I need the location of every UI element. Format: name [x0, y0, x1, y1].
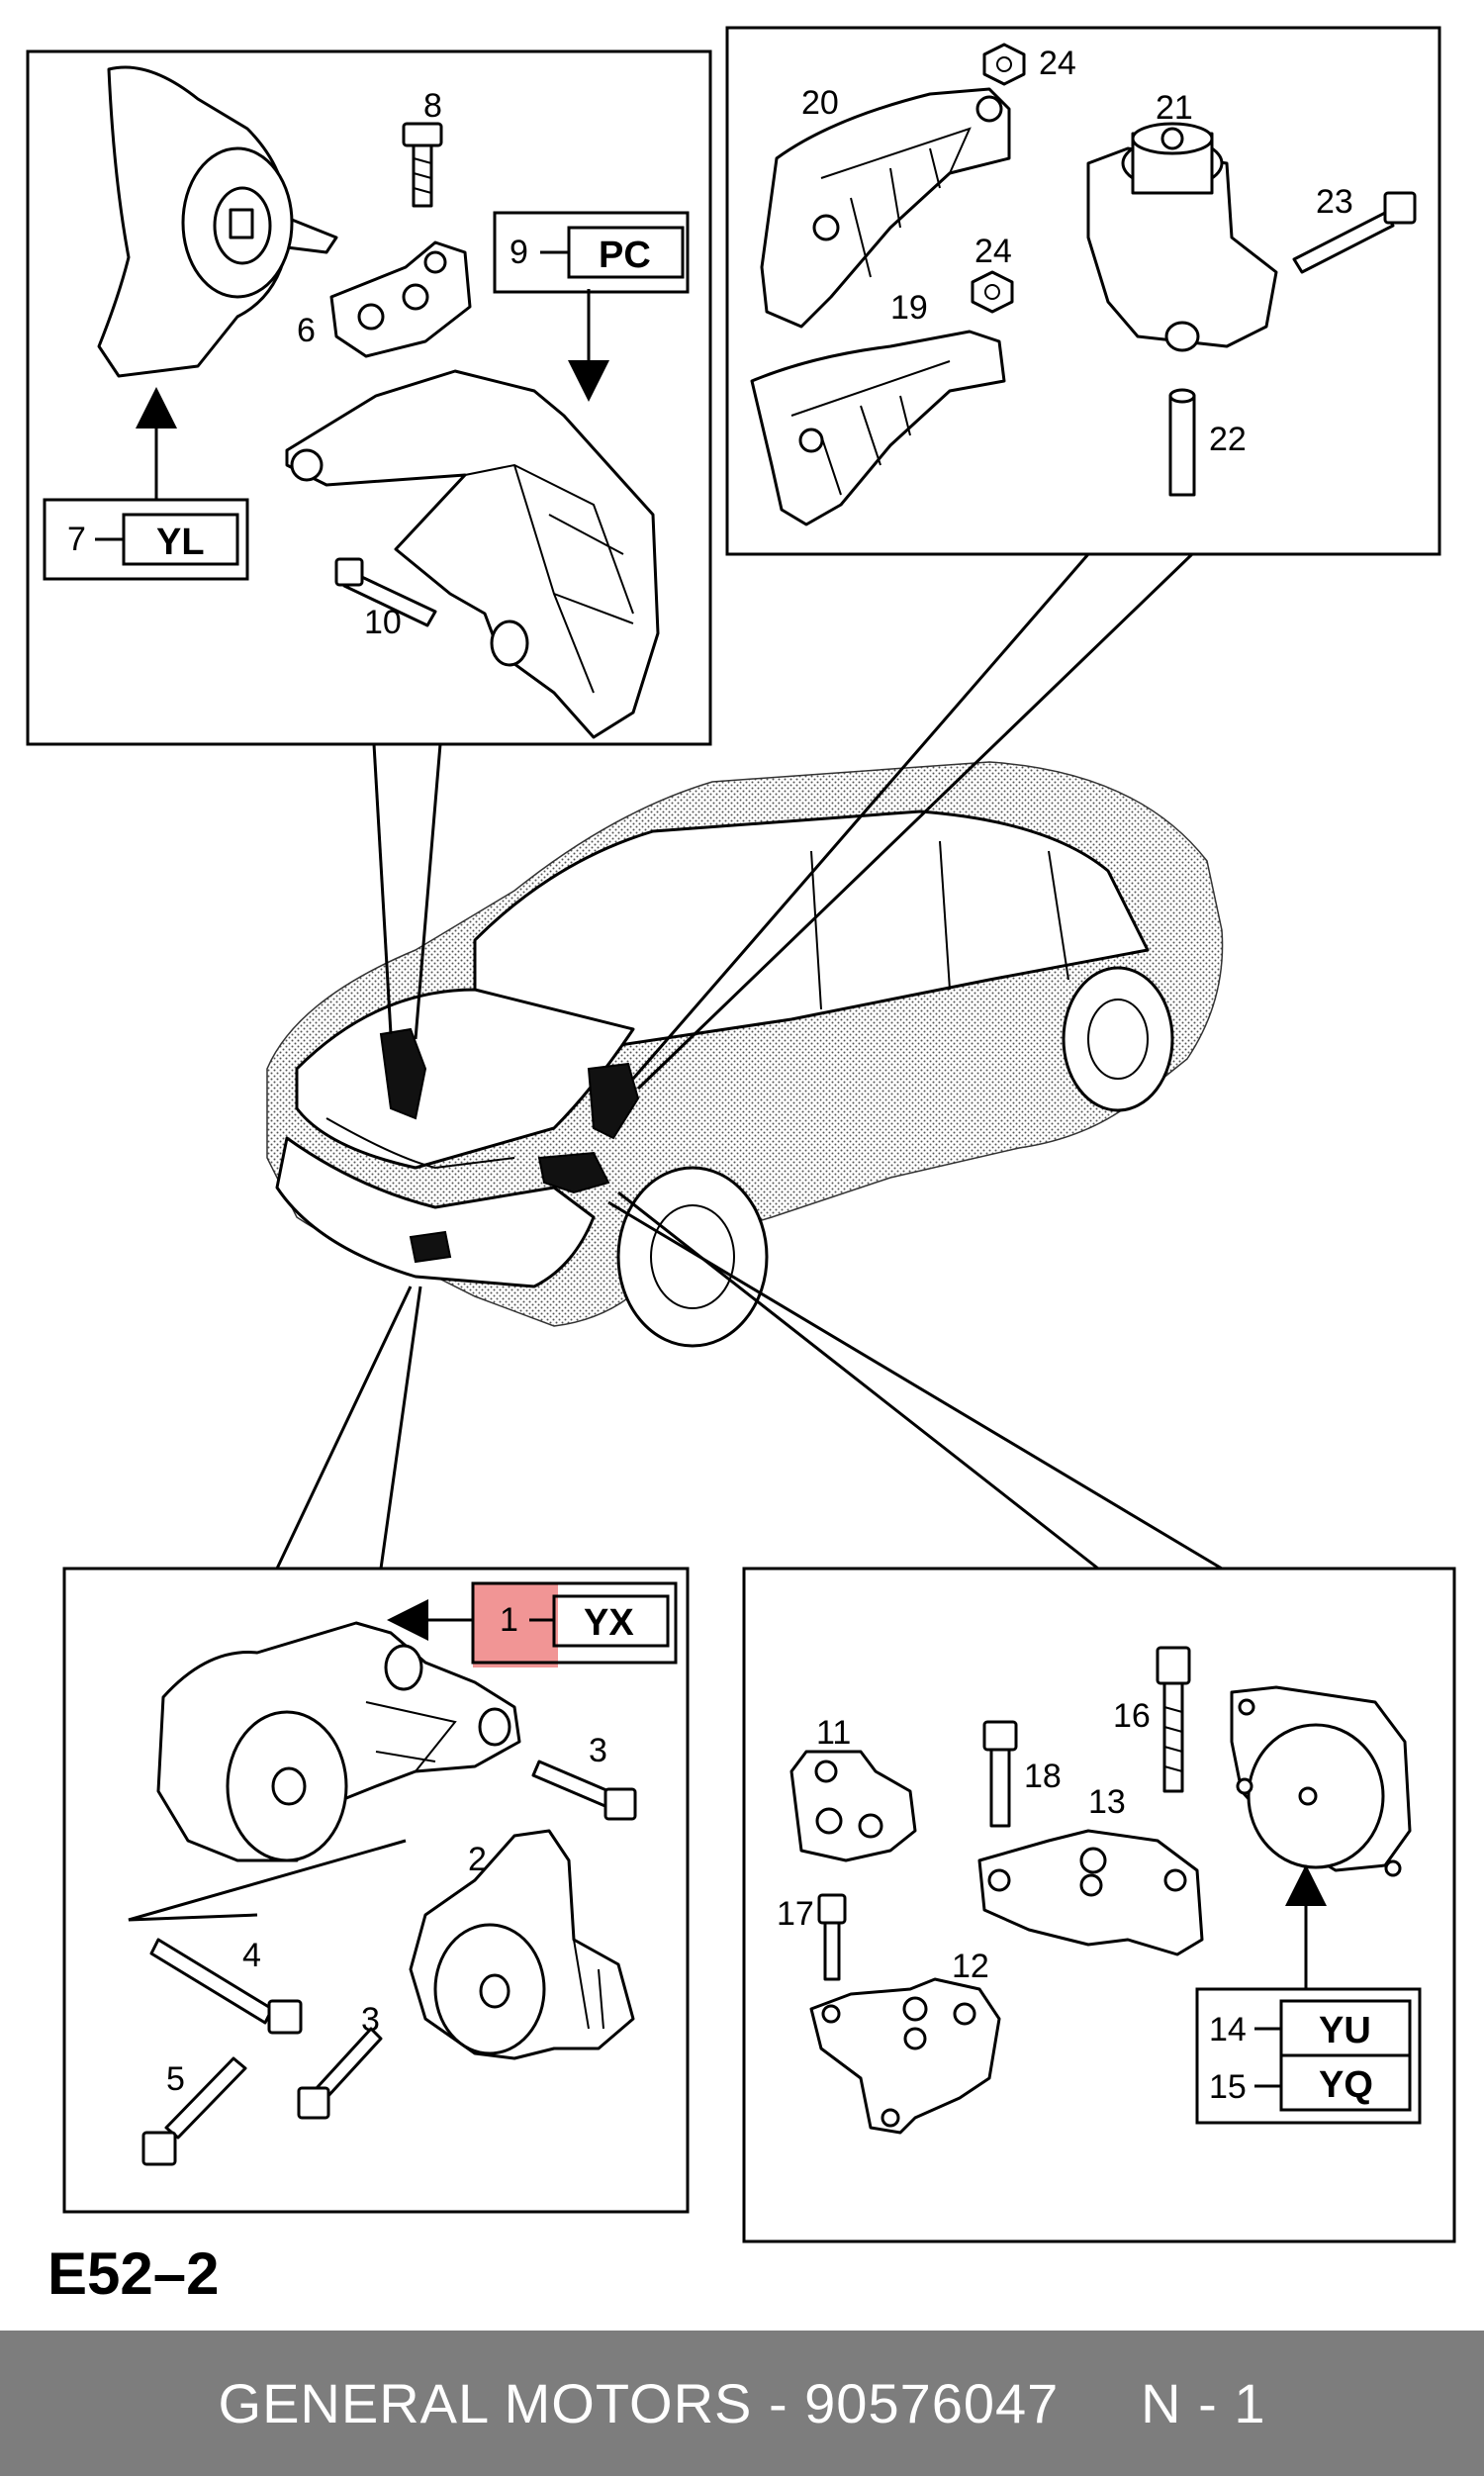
callout-12: 12 [952, 1948, 989, 1985]
callout-3-second: 3 [361, 2001, 380, 2039]
callout-5: 5 [166, 2060, 185, 2098]
part-22-bolt [1168, 388, 1196, 497]
part-21-engine-mount [1086, 122, 1278, 352]
footer-gap [1059, 2371, 1141, 2435]
panel-top-right: 20 24 21 23 24 19 22 [725, 26, 1441, 556]
callout-22: 22 [1209, 421, 1247, 458]
part-14-15-mount [1230, 1685, 1412, 1877]
callout-6: 6 [297, 312, 316, 349]
highlight-item-1 [473, 1583, 558, 1667]
part-12-bracket [809, 1977, 1001, 2135]
part-18-bolt [982, 1720, 1018, 1828]
callout-3: 3 [589, 1732, 607, 1769]
part-20-bracket [760, 87, 1011, 329]
callout-10: 10 [364, 604, 402, 641]
part-16-bolt [1156, 1646, 1191, 1793]
callout-4: 4 [242, 1937, 261, 1974]
code-label-9: 9 [510, 234, 528, 271]
part-7-engine-mount [97, 65, 338, 378]
part-5-bolt [141, 2056, 247, 2166]
code-pc: PC [599, 235, 651, 276]
part-3-bolt [531, 1760, 637, 1821]
part-23-bolt [1292, 191, 1417, 274]
code-yl: YL [156, 522, 205, 563]
part-13-bracket [977, 1829, 1204, 1956]
part-3-bolt-2 [297, 2027, 383, 2120]
part-24-nut [982, 43, 1026, 86]
diagram-code: E52–2 [47, 2240, 220, 2307]
part-10-bolt [334, 557, 437, 627]
callout-21: 21 [1156, 89, 1193, 127]
footer-bar: GENERAL MOTORS - 90576047 N - 1 [0, 2331, 1484, 2476]
code-label-15: 15 [1209, 2068, 1247, 2106]
footer-separator: - [752, 2372, 805, 2434]
code-yx: YX [584, 1602, 634, 1644]
callout-17: 17 [777, 1895, 814, 1933]
callout-24-second: 24 [974, 233, 1012, 270]
callout-24: 24 [1039, 45, 1076, 82]
footer-position: N - 1 [1141, 2372, 1266, 2434]
footer-brand: GENERAL MOTORS [218, 2372, 753, 2434]
leader-lines [275, 552, 1223, 1571]
parts-diagram: 9 PC 7 YL 8 6 10 [26, 26, 1456, 2307]
callout-23: 23 [1316, 183, 1353, 221]
part-9-bracket [285, 369, 660, 739]
part-8-bolt [402, 122, 443, 208]
footer-part-number: 90576047 [804, 2372, 1060, 2434]
panel-top-left: 9 PC 7 YL 8 6 10 [26, 49, 712, 746]
car-illustration [266, 761, 1224, 1348]
panel-bottom-left: 1 YX 3 2 4 3 5 [62, 1567, 690, 2214]
code-label-7: 7 [67, 521, 86, 558]
code-yq: YQ [1319, 2064, 1373, 2106]
panel-bottom-right: 14 15 YU YQ 11 16 18 13 17 12 [742, 1567, 1456, 2243]
part-1-engine-mount [156, 1621, 521, 1862]
part-6-bracket [329, 240, 472, 358]
callout-11: 11 [816, 1714, 851, 1752]
callout-18: 18 [1024, 1758, 1062, 1795]
part-2-mount [409, 1829, 635, 2060]
callout-8: 8 [423, 87, 442, 125]
part-19-bracket [750, 330, 1006, 526]
callout-19: 19 [890, 289, 928, 327]
part-24-nut-2 [971, 270, 1014, 314]
callout-20: 20 [801, 84, 839, 122]
callout-13: 13 [1088, 1783, 1126, 1821]
part-4-bolt [149, 1938, 303, 2035]
part-11-bracket [789, 1750, 917, 1862]
callout-16: 16 [1113, 1697, 1151, 1735]
callout-2: 2 [468, 1841, 487, 1878]
code-yu: YU [1319, 2010, 1371, 2051]
part-17-bolt [817, 1893, 847, 1981]
code-label-14: 14 [1209, 2011, 1247, 2048]
code-label-1: 1 [500, 1601, 518, 1639]
